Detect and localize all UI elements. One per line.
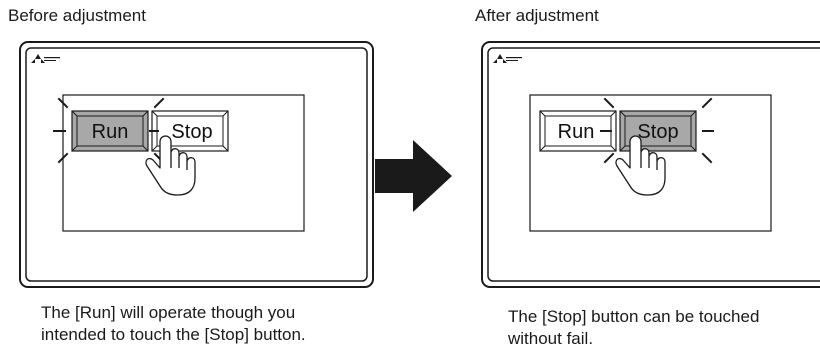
before-stop-button[interactable]: Stop xyxy=(151,110,229,152)
after-stop-label: Stop xyxy=(637,121,678,143)
before-title: Before adjustment xyxy=(8,6,146,25)
after-run-label: Run xyxy=(558,121,595,143)
before-stop-label: Stop xyxy=(171,121,212,143)
before-run-label: Run xyxy=(92,121,129,143)
before-touch-flash-marks xyxy=(53,97,165,164)
mitsubishi-logo-icon xyxy=(31,54,60,63)
after-caption: The [Stop] button can be touched without… xyxy=(508,307,760,348)
pointing-hand-icon xyxy=(145,135,196,196)
before-run-button[interactable]: Run xyxy=(71,110,149,152)
after-pointing-hand-icon xyxy=(615,135,666,196)
after-mitsubishi-logo-icon xyxy=(493,54,522,63)
after-title: After adjustment xyxy=(475,6,599,25)
after-touch-flash-marks xyxy=(600,97,714,164)
before-caption: The [Run] will operate though you intend… xyxy=(41,303,306,344)
